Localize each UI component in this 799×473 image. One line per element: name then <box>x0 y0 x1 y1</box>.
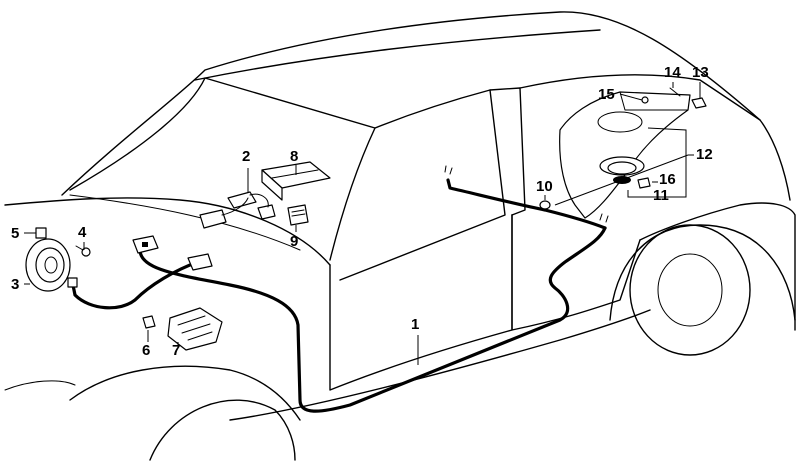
dash-connector-socket <box>142 242 148 247</box>
connector-block-b[interactable] <box>227 191 257 209</box>
front-speaker[interactable] <box>25 238 71 292</box>
amplifier-unit[interactable] <box>167 307 223 351</box>
dash-plug[interactable] <box>187 253 213 271</box>
bracket-speaker-hole <box>597 111 643 133</box>
car-body-outline <box>4 11 796 461</box>
wiring-harness[interactable] <box>71 178 607 413</box>
rear-speaker[interactable] <box>599 156 645 184</box>
connector-wires <box>221 193 269 216</box>
dash-connector[interactable] <box>132 235 159 254</box>
radio-housing-slot <box>271 169 319 179</box>
rear-wheel-hub <box>657 253 723 327</box>
door-front <box>329 214 513 391</box>
leader-12-a <box>554 154 689 206</box>
b-pillar <box>489 87 526 216</box>
front-speaker-center <box>44 256 58 274</box>
callout-12[interactable]: 12 <box>696 146 713 163</box>
fuse-plug[interactable] <box>142 315 156 329</box>
callout-6[interactable]: 6 <box>142 342 151 359</box>
callout-9[interactable]: 9 <box>290 233 299 250</box>
front-fender <box>4 380 76 391</box>
radio-connector-set[interactable] <box>199 191 276 229</box>
rear-quarter <box>639 202 796 331</box>
roof-inner-line <box>194 29 601 81</box>
amplifier-details <box>177 315 213 341</box>
leader-15 <box>619 93 643 101</box>
screw-head[interactable] <box>81 247 91 257</box>
rear-speaker-cone[interactable] <box>607 161 637 175</box>
dash-plug-body[interactable] <box>187 253 213 271</box>
callout-8[interactable]: 8 <box>290 148 299 165</box>
rear-connector-pins <box>444 165 609 223</box>
bracket-nut[interactable] <box>691 97 707 109</box>
rear-window-frame <box>519 74 791 201</box>
callout-3[interactable]: 3 <box>11 276 20 293</box>
callout-5[interactable]: 5 <box>11 225 20 242</box>
radio-housing-front[interactable] <box>261 169 283 201</box>
cable-grommet[interactable] <box>539 200 551 210</box>
leader-11 <box>627 127 687 198</box>
front-speaker-cone[interactable] <box>35 247 65 283</box>
harness-rear-branch[interactable] <box>446 178 607 230</box>
connector-block-c[interactable] <box>257 204 276 220</box>
relay-box[interactable] <box>287 204 309 226</box>
rocker-panel <box>229 309 651 421</box>
speaker-plug[interactable] <box>67 277 78 288</box>
speaker-screw[interactable] <box>75 245 91 257</box>
rear-speaker-bracket[interactable] <box>559 91 691 219</box>
speaker-clip[interactable] <box>35 227 47 239</box>
callout-7[interactable]: 7 <box>172 342 181 359</box>
harness-main[interactable] <box>138 226 607 413</box>
harness-front-branch[interactable] <box>71 260 200 310</box>
hood-line <box>4 197 331 266</box>
rear-wheel <box>629 224 751 356</box>
door-rear <box>511 214 641 331</box>
screw-shaft <box>75 245 84 251</box>
bracket-panel[interactable] <box>559 91 691 219</box>
callout-15[interactable]: 15 <box>598 86 615 103</box>
front-windows <box>339 89 506 281</box>
relay-box-lines <box>291 209 306 217</box>
callout-11[interactable]: 11 <box>653 187 669 204</box>
callout-1[interactable]: 1 <box>411 316 420 333</box>
callout-2[interactable]: 2 <box>242 148 251 165</box>
front-wheel-arch <box>69 365 301 421</box>
rear-wheel-arch <box>609 224 796 321</box>
connector-block-a[interactable] <box>199 209 227 229</box>
bracket-screw[interactable] <box>669 87 681 97</box>
callout-14[interactable]: 14 <box>664 64 681 81</box>
callout-16[interactable]: 16 <box>659 171 676 188</box>
speaker-clip-rear[interactable] <box>637 177 651 189</box>
bracket-rivet[interactable] <box>641 96 649 104</box>
windshield <box>69 77 376 261</box>
roof-line <box>61 11 761 196</box>
callout-13[interactable]: 13 <box>692 64 709 81</box>
front-wheel <box>149 399 296 461</box>
leader-lines <box>24 82 701 365</box>
bracket-edge <box>619 91 689 111</box>
dashboard-line <box>69 194 301 251</box>
callout-10[interactable]: 10 <box>536 178 553 195</box>
callout-4[interactable]: 4 <box>78 224 87 241</box>
